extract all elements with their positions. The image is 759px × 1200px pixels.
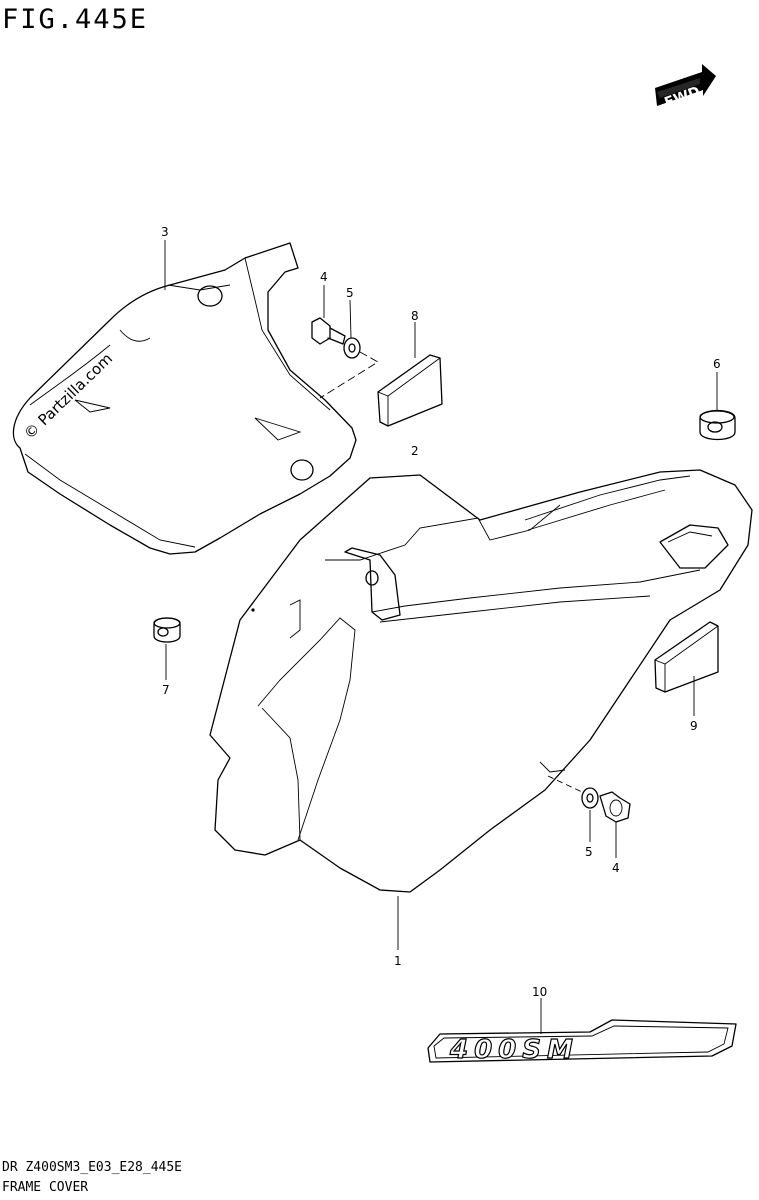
emblem-text: 400SM <box>449 1035 579 1065</box>
leader-lines <box>164 240 718 1034</box>
footer-code: DR Z400SM3_E03_E28_445E <box>2 1160 183 1175</box>
part-5-washer-upper <box>343 337 361 359</box>
part-4-bolt-upper <box>311 317 346 345</box>
part-7-grommet <box>153 617 181 643</box>
watermark-text: © Partzilla.com <box>20 350 116 443</box>
part-9-cushion <box>654 621 719 693</box>
callout-5-upper: 5 <box>346 286 354 300</box>
part-5-washer-lower <box>581 787 599 809</box>
figure-title: FIG.445E <box>2 4 149 35</box>
part-10-emblem: 400SM <box>427 1019 737 1066</box>
fwd-arrow-icon: FWD <box>655 64 716 111</box>
part-6-grommet <box>699 409 736 441</box>
callout-5-lower: 5 <box>585 845 593 859</box>
callout-3: 3 <box>161 225 169 239</box>
callout-9: 9 <box>690 719 698 733</box>
part-3-rear-cover <box>12 242 357 555</box>
callout-7: 7 <box>162 683 170 697</box>
part-1-frame-cover <box>209 469 753 893</box>
callout-8: 8 <box>411 309 419 323</box>
callout-10: 10 <box>532 985 547 999</box>
part-4-bolt-lower <box>599 791 631 823</box>
callout-6: 6 <box>713 357 721 371</box>
part-8-cushion <box>377 354 443 427</box>
callout-1: 1 <box>394 954 402 968</box>
footer-name: FRAME COVER <box>2 1180 89 1195</box>
callout-2: 2 <box>411 444 419 458</box>
callout-4-lower: 4 <box>612 861 620 875</box>
callout-4-upper: 4 <box>320 270 328 284</box>
